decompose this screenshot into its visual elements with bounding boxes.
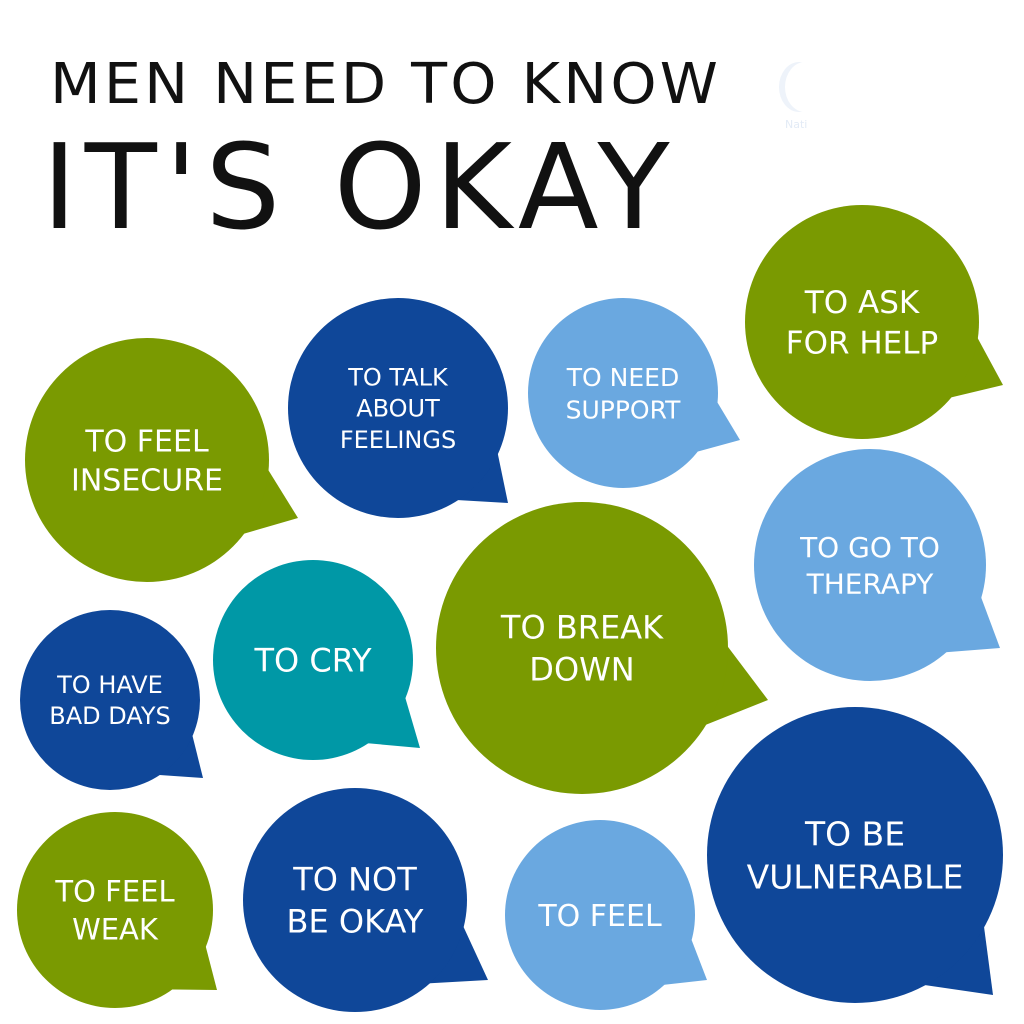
speech-bubble: TO HAVE BAD DAYS (20, 610, 203, 790)
bubble-text: ABOUT (356, 395, 440, 423)
bubble-circle (528, 298, 718, 488)
title-line-1: MEN NEED TO KNOW (50, 52, 722, 117)
bubble-text: TO NOT (292, 861, 417, 899)
speech-bubble: TO FEEL (505, 820, 707, 1010)
bubble-text: VULNERABLE (747, 857, 964, 896)
speech-bubble: TO CRY (213, 560, 420, 760)
bubble-circle (707, 707, 1003, 1003)
bubble-text: TO BREAK (500, 609, 664, 647)
bubble-text: TO TALK (347, 363, 449, 391)
title-line-2: IT'S OKAY (42, 118, 678, 256)
bubble-text: TO FEEL (84, 424, 209, 459)
bubble-text: TO FEEL (537, 899, 662, 934)
bubble-circle (745, 205, 979, 439)
bubble-circle (243, 788, 467, 1012)
speech-bubble: TO ASK FOR HELP (745, 205, 1003, 439)
bubble-circle (17, 812, 213, 1008)
bubble-text: THERAPY (806, 567, 935, 600)
bubble-circle (754, 449, 986, 681)
bubble-circle (505, 820, 695, 1010)
bubble-text: FOR HELP (786, 325, 939, 361)
bubble-text: FEELINGS (340, 426, 456, 454)
bubble-text: TO CRY (254, 642, 372, 680)
bubble-text: WEAK (72, 912, 159, 946)
bubble-text: TO ASK (804, 285, 920, 321)
bubble-circle (436, 502, 728, 794)
bubble-circle (25, 338, 269, 582)
speech-bubble: TO BE VULNERABLE (707, 707, 1003, 1003)
watermark-text: Nati (785, 118, 808, 131)
speech-bubble: TO NEED SUPPORT (528, 298, 740, 488)
bubble-circle (288, 298, 508, 518)
bubble-text: INSECURE (71, 463, 223, 498)
bubble-text: TO NEED (566, 363, 679, 392)
speech-bubble: TO TALK ABOUT FEELINGS (288, 298, 508, 518)
bubble-text: BAD DAYS (49, 702, 171, 730)
bubble-text: TO BE (804, 814, 905, 853)
bubble-text: TO HAVE (56, 671, 163, 699)
bubble-text: SUPPORT (566, 395, 682, 424)
bubble-circle (20, 610, 200, 790)
bubble-circle (213, 560, 413, 760)
bubble-text: BE OKAY (287, 902, 424, 940)
speech-bubble: TO FEEL INSECURE (25, 338, 298, 582)
bubble-text: DOWN (529, 650, 634, 688)
bubble-text: TO FEEL (54, 875, 174, 909)
bubble-text: TO GO TO (799, 531, 940, 564)
